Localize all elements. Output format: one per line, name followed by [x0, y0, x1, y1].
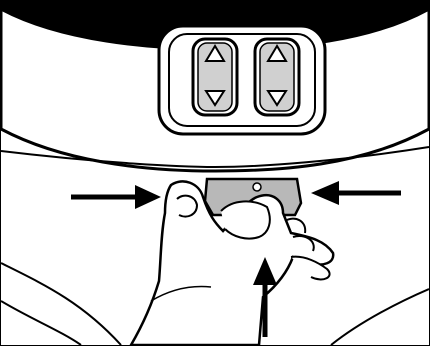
arrow-up-icon	[253, 257, 277, 285]
left-arrow	[71, 185, 161, 209]
underside-edge	[1, 146, 429, 169]
up-arrow-icon	[204, 44, 226, 62]
floor-line	[1, 300, 82, 345]
right-up-down-switch[interactable]	[253, 37, 301, 117]
up-arrow	[253, 257, 277, 337]
left-up-down-switch[interactable]	[191, 37, 239, 117]
control-pad	[157, 24, 327, 136]
down-arrow-icon	[266, 90, 288, 107]
arrow-left-icon	[311, 181, 339, 205]
arrow-right-icon	[135, 185, 161, 209]
right-arrow	[311, 181, 401, 205]
up-arrow-icon	[266, 44, 288, 62]
down-arrow-icon	[204, 90, 226, 107]
floor-line	[330, 288, 429, 345]
floor-line	[1, 262, 122, 345]
hand	[129, 180, 335, 345]
